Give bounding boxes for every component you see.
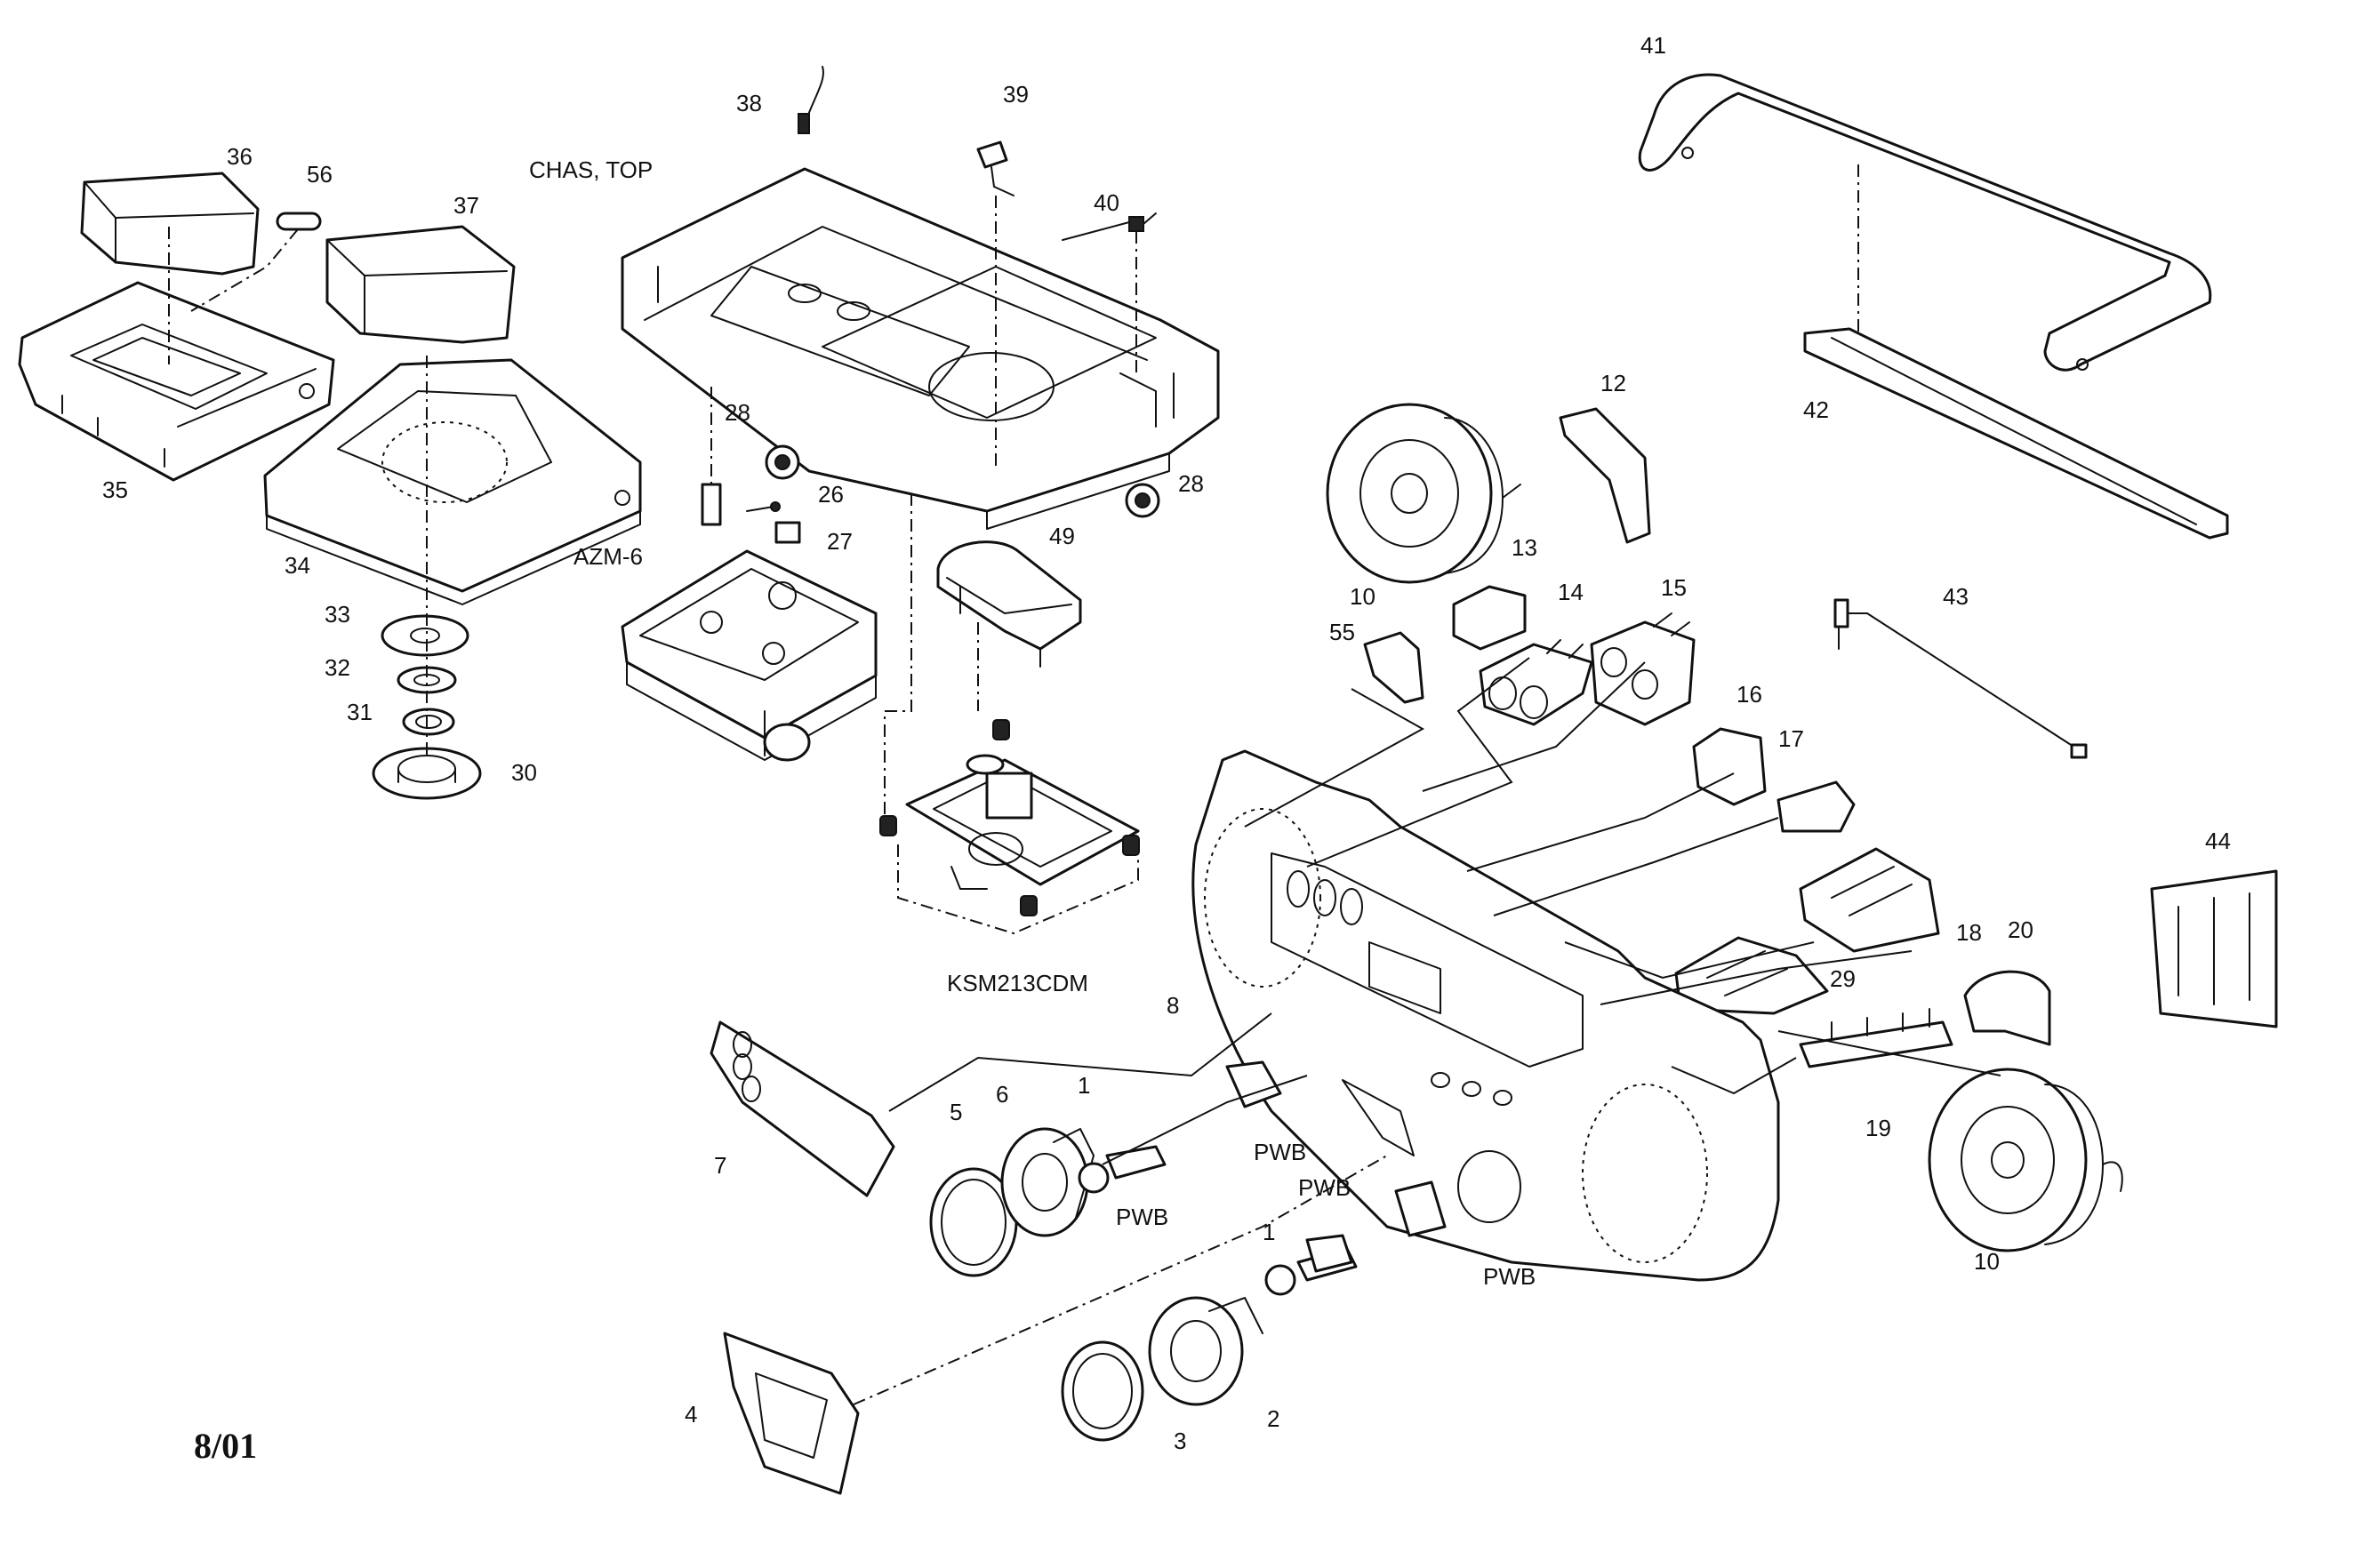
label-7: 7 bbox=[714, 1152, 726, 1179]
part-37-lid-window bbox=[325, 225, 516, 344]
part-10-speaker-lower bbox=[1928, 1068, 2123, 1252]
label-43: 43 bbox=[1943, 583, 1969, 610]
label-13: 13 bbox=[1512, 534, 1537, 561]
label-pwb-a: PWB bbox=[1116, 1204, 1168, 1230]
label-1b: 1 bbox=[1263, 1219, 1275, 1245]
label-pwb-b: PWB bbox=[1254, 1139, 1306, 1165]
label-azm-6: AZM-6 bbox=[573, 543, 643, 570]
part-49-cd-frame bbox=[936, 540, 1082, 668]
label-ksm213cdm: KSM213CDM bbox=[947, 970, 1088, 996]
part-42-handle-bracket bbox=[1803, 327, 2229, 540]
label-39: 39 bbox=[1003, 81, 1029, 108]
pwb-board-1 bbox=[1225, 1060, 1282, 1108]
label-29: 29 bbox=[1830, 965, 1856, 992]
label-33: 33 bbox=[325, 601, 350, 628]
part-7-panel bbox=[710, 1020, 895, 1197]
label-31: 31 bbox=[347, 699, 373, 725]
part-41-handle bbox=[1638, 73, 2212, 372]
label-49: 49 bbox=[1049, 523, 1075, 549]
label-16: 16 bbox=[1736, 681, 1762, 708]
label-10a: 10 bbox=[1350, 583, 1375, 610]
label-5: 5 bbox=[950, 1099, 962, 1125]
label-17: 17 bbox=[1778, 725, 1804, 752]
part-28-damper-right bbox=[1125, 483, 1160, 518]
label-3: 3 bbox=[1174, 1428, 1186, 1454]
part-27-clip bbox=[774, 521, 801, 544]
part-40-spring bbox=[1062, 212, 1157, 241]
ksm213cdm-cd-mechanism bbox=[879, 719, 1140, 916]
label-36: 36 bbox=[227, 143, 253, 170]
part-17-button bbox=[1776, 780, 1856, 833]
part-20-cover bbox=[1963, 970, 2051, 1046]
callout-labels: 36 56 37 35 34 33 32 31 30 CHAS, TOP 38 … bbox=[102, 32, 2231, 1466]
part-13-button bbox=[1452, 585, 1527, 651]
date-code: 8/01 bbox=[194, 1426, 257, 1466]
label-2: 2 bbox=[1267, 1405, 1279, 1432]
label-20: 20 bbox=[2008, 916, 2033, 943]
part-12-bracket bbox=[1559, 407, 1651, 544]
part-3-grille bbox=[1061, 1340, 1144, 1442]
part-39-plug bbox=[976, 140, 1015, 196]
part-36-lid-window bbox=[80, 172, 260, 276]
part-38-spring bbox=[798, 66, 824, 134]
part-4-panel bbox=[723, 1332, 860, 1495]
label-14: 14 bbox=[1558, 579, 1584, 605]
part-14-button-set bbox=[1479, 639, 1593, 726]
part-15-button-set bbox=[1590, 612, 1696, 726]
label-34: 34 bbox=[285, 552, 310, 579]
label-42: 42 bbox=[1803, 396, 1829, 423]
label-1a: 1 bbox=[1078, 1072, 1090, 1099]
part-44-battery-cover bbox=[2150, 869, 2278, 1028]
label-27: 27 bbox=[827, 528, 853, 555]
label-32: 32 bbox=[325, 654, 350, 681]
pwb-board-2 bbox=[1305, 1234, 1353, 1273]
label-55: 55 bbox=[1329, 619, 1355, 645]
part-26-screw bbox=[746, 501, 781, 512]
label-28b: 28 bbox=[1178, 470, 1204, 497]
part-10-speaker-upper bbox=[1326, 403, 1521, 584]
label-6: 6 bbox=[996, 1081, 1008, 1108]
part-34-top-cover bbox=[263, 358, 642, 605]
label-28a: 28 bbox=[725, 399, 750, 426]
label-37: 37 bbox=[453, 192, 479, 219]
part-16-button bbox=[1692, 727, 1767, 806]
label-44: 44 bbox=[2205, 828, 2231, 854]
part-55-button bbox=[1363, 631, 1424, 704]
label-30: 30 bbox=[511, 759, 537, 786]
label-26: 26 bbox=[818, 481, 844, 508]
pwb-board-3 bbox=[1394, 1180, 1447, 1237]
part-19-switch-strip bbox=[1799, 1008, 1953, 1068]
azm-6-deck-mechanism bbox=[621, 549, 878, 762]
label-4: 4 bbox=[685, 1401, 697, 1428]
part-56-clip bbox=[276, 212, 322, 231]
label-18: 18 bbox=[1956, 919, 1982, 946]
label-19: 19 bbox=[1865, 1115, 1891, 1141]
label-40: 40 bbox=[1094, 189, 1119, 216]
label-10b: 10 bbox=[1974, 1248, 2000, 1275]
bracket-azm bbox=[701, 483, 722, 526]
label-pwb-d: PWB bbox=[1483, 1263, 1536, 1290]
part-2-speaker bbox=[1148, 1296, 1263, 1406]
label-15: 15 bbox=[1661, 574, 1687, 601]
label-56: 56 bbox=[307, 161, 333, 188]
label-pwb-c: PWB bbox=[1298, 1174, 1351, 1201]
part-8-front-cabinet bbox=[1191, 749, 1780, 1282]
part-43-antenna bbox=[1833, 598, 2088, 759]
label-8: 8 bbox=[1167, 992, 1179, 1019]
label-38: 38 bbox=[736, 90, 762, 116]
part-35-cassette-door bbox=[18, 281, 335, 482]
label-41: 41 bbox=[1640, 32, 1666, 59]
label-chas-top: CHAS, TOP bbox=[529, 156, 653, 183]
part-18-trim bbox=[1799, 847, 1940, 953]
part-28-damper-left bbox=[765, 444, 800, 480]
label-35: 35 bbox=[102, 476, 128, 503]
label-12: 12 bbox=[1600, 370, 1626, 396]
chassis-top bbox=[621, 167, 1220, 530]
